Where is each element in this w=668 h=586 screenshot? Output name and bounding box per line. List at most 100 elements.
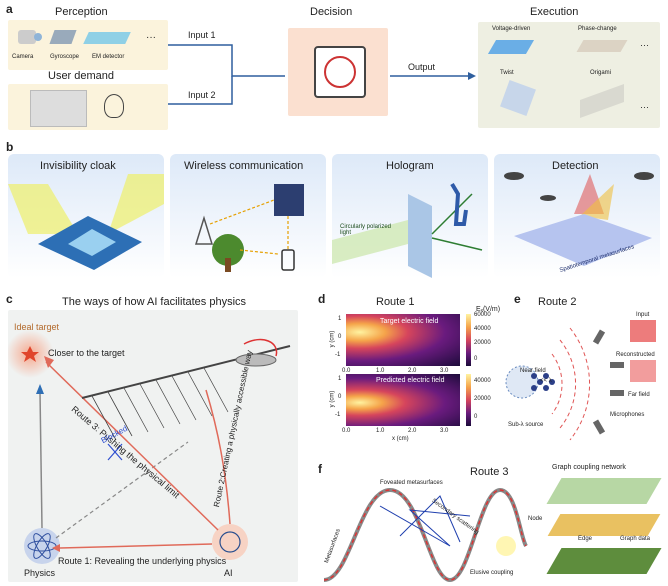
source-label: Sub-λ source — [508, 422, 544, 428]
route1-label: Route 1: Revealing the underlying physic… — [58, 556, 227, 566]
gcn-top-layer — [546, 478, 662, 504]
microphones-label: Microphones — [610, 412, 645, 418]
voltage-device-icon — [487, 40, 535, 54]
perception-title: Perception — [55, 6, 108, 18]
cbar-bottom-2: 0 — [474, 414, 478, 420]
card-detection: Detection Spatiotemporal metasurfaces — [494, 154, 660, 278]
ytick-top-1: 0 — [338, 334, 342, 340]
detection-illustration — [504, 172, 654, 266]
brain-icon — [324, 56, 356, 88]
output-label: Output — [408, 62, 436, 72]
perception-box — [8, 20, 168, 70]
xtick-top-1: 1.0 — [376, 368, 385, 374]
panel-d-unit: Eₓ(V/m) — [476, 306, 501, 313]
person-head-icon — [104, 94, 124, 118]
card-wireless-communication: Wireless communication — [170, 154, 326, 278]
input2-label: Input 2 — [188, 90, 216, 100]
exec-ellipsis-1: ··· — [640, 40, 649, 50]
gcn-label: Graph coupling network — [552, 464, 626, 471]
panel-a-connectors — [168, 44, 476, 105]
panel-f-letter: f — [318, 462, 322, 476]
panel-e-title: Route 2 — [538, 296, 577, 308]
input-label: Input — [636, 312, 650, 318]
edge-label: Edge — [578, 536, 593, 542]
predicted-field-map — [346, 374, 460, 426]
panel-a-letter: a — [6, 2, 13, 16]
colorbar-bottom — [466, 374, 471, 426]
panel-c-title: The ways of how AI facilitates physics — [62, 296, 247, 308]
card-invisibility-cloak: Invisibility cloak — [8, 154, 164, 278]
ytick-bottom-2: -1 — [335, 412, 341, 418]
camera-lens-icon — [34, 33, 42, 41]
near-field-label: Near field — [520, 368, 546, 374]
xtick-bottom-0: 0.0 — [342, 428, 351, 434]
card-title-cloak: Invisibility cloak — [40, 160, 116, 172]
target-field-label: Target electric field — [380, 318, 439, 325]
xtick-top-3: 3.0 — [440, 368, 449, 374]
xtick-bottom-2: 2.0 — [408, 428, 417, 434]
graph-data-label: Graph data — [620, 536, 651, 542]
xtick-top-2: 2.0 — [408, 368, 417, 374]
ideal-target-label: Ideal target — [14, 322, 60, 332]
ytick-top-2: -1 — [335, 352, 341, 358]
exec-twist: Twist — [500, 70, 514, 76]
card-hologram: Hologram Circularly polarized light — [332, 154, 488, 278]
cbar-top-3: 0 — [474, 356, 478, 362]
xtick-bottom-3: 3.0 — [440, 428, 449, 434]
closer-label: Closer to the target — [48, 348, 125, 358]
phase-change-icon — [576, 40, 628, 52]
panel-c-letter: c — [6, 292, 13, 306]
card-title-detection: Detection — [552, 160, 599, 172]
physics-label: Physics — [24, 568, 56, 578]
foveated-label: Foveated metasurfaces — [380, 480, 443, 486]
reconstructed-label: Reconstructed — [616, 352, 655, 358]
panel-f-title: Route 3 — [470, 466, 509, 478]
wireless-illustration — [194, 184, 304, 272]
exec-origami: Origami — [590, 70, 612, 76]
panel-e-letter: e — [514, 292, 521, 306]
perception-ellipsis: ··· — [146, 32, 156, 43]
cbar-bottom-0: 40000 — [474, 378, 491, 384]
elusive-label: Elusive coupling — [470, 570, 514, 576]
exec-voltage: Voltage-driven — [492, 26, 531, 32]
gcn-graph-layer — [547, 514, 661, 536]
panel-d-title: Route 1 — [376, 296, 415, 308]
decision-title: Decision — [310, 6, 353, 18]
xlabel: x (cm) — [392, 436, 409, 442]
cbar-top-2: 20000 — [474, 340, 491, 346]
ytick-top-0: 1 — [338, 316, 342, 322]
card-title-wireless: Wireless communication — [184, 160, 304, 172]
panel-f-diagram — [323, 487, 528, 583]
hologram-illustration — [332, 182, 483, 278]
ylabel-top: y (cm) — [329, 330, 336, 348]
camera-icon — [18, 30, 36, 44]
cloak-illustration — [8, 174, 164, 270]
colorbar-top — [466, 314, 471, 366]
exec-phase: Phase-change — [578, 26, 617, 32]
room-scene-image — [30, 90, 87, 127]
xtick-top-0: 0.0 — [342, 368, 351, 374]
execution-box — [478, 22, 660, 128]
gcn-bottom-layer — [546, 548, 662, 574]
sensor-em-detector: EM detector — [92, 54, 125, 60]
sensor-gyroscope: Gyroscope — [50, 54, 80, 60]
user-demand-title: User demand — [48, 70, 115, 82]
panel-d-letter: d — [318, 292, 326, 306]
panel-e-diagram — [505, 320, 656, 441]
ylabel-bottom: y (cm) — [329, 390, 336, 408]
card-title-hologram: Hologram — [386, 160, 434, 172]
far-field-label: Far field — [628, 392, 650, 398]
cbar-top-0: 60000 — [474, 312, 491, 318]
sensor-camera: Camera — [12, 54, 34, 60]
execution-title: Execution — [530, 6, 579, 18]
exec-ellipsis-2: ··· — [640, 102, 649, 112]
ytick-bottom-0: 1 — [338, 376, 342, 382]
panel-b-letter: b — [6, 140, 14, 154]
xtick-bottom-1: 1.0 — [376, 428, 385, 434]
predicted-field-label: Predicted electric field — [376, 377, 445, 384]
ai-label: AI — [224, 568, 233, 578]
hologram-note: Circularly polarized light — [340, 224, 392, 236]
cbar-top-1: 40000 — [474, 326, 491, 332]
input1-label: Input 1 — [188, 30, 216, 40]
target-field-map — [346, 314, 460, 366]
